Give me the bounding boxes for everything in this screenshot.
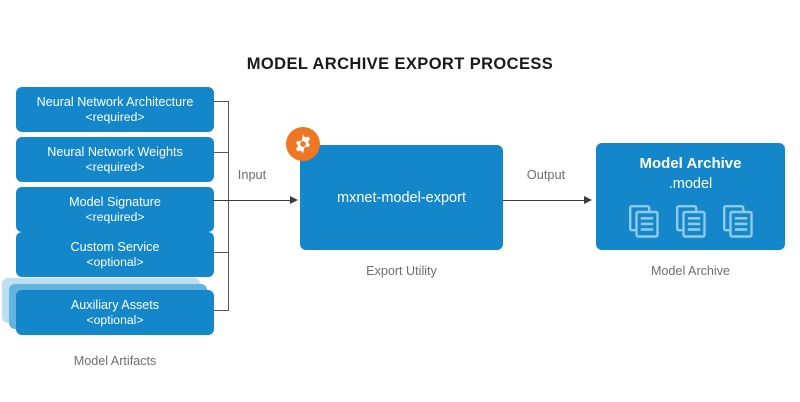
output-flow-label: Output — [526, 167, 566, 182]
export-utility-caption: Export Utility — [366, 264, 437, 278]
artifact-requirement: <optional> — [86, 312, 144, 327]
model-artifacts-caption: Model Artifacts — [73, 354, 157, 368]
model-archive-extension: .model — [668, 175, 713, 192]
artifact-requirement: <optional> — [86, 254, 144, 269]
input-arrow-head — [290, 196, 298, 204]
artifact-requirement: <required> — [85, 159, 145, 174]
artifact-box-custom-service[interactable]: Custom Service <optional> — [16, 232, 214, 277]
connector-stub-5 — [214, 310, 229, 311]
document-stack-icon — [675, 205, 706, 243]
artifact-box-model-signature[interactable]: Model Signature <required> — [16, 187, 214, 232]
artifact-box-auxiliary-assets[interactable]: Auxiliary Assets <optional> — [16, 290, 214, 335]
export-utility-box[interactable]: mxnet-model-export — [300, 145, 503, 250]
input-arrow-line — [212, 200, 292, 202]
output-arrow-line — [503, 200, 586, 202]
model-archive-heading: Model Archive .model — [596, 154, 785, 194]
artifact-label: Model Signature — [69, 194, 161, 209]
artifact-label: Neural Network Weights — [47, 144, 183, 159]
connector-stub-4 — [214, 252, 229, 253]
output-arrow-head — [584, 196, 592, 204]
gear-icon — [286, 127, 320, 161]
connector-stub-1 — [214, 101, 229, 102]
model-archive-box[interactable]: Model Archive .model — [596, 143, 785, 250]
artifact-box-neural-network-weights[interactable]: Neural Network Weights <required> — [16, 137, 214, 182]
page-title: MODEL ARCHIVE EXPORT PROCESS — [246, 55, 554, 73]
input-flow-label: Input — [237, 167, 267, 182]
artifact-label: Neural Network Architecture — [36, 94, 194, 109]
artifact-requirement: <required> — [85, 209, 145, 224]
connector-trunk — [228, 101, 229, 311]
artifact-requirement: <required> — [85, 109, 145, 124]
artifact-box-neural-network-architecture[interactable]: Neural Network Architecture <required> — [16, 87, 214, 132]
artifact-label: Custom Service — [70, 239, 160, 254]
artifact-label: Auxiliary Assets — [70, 297, 160, 312]
export-utility-label: mxnet-model-export — [337, 189, 466, 206]
document-stack-icon — [628, 205, 659, 243]
model-archive-caption: Model Archive — [650, 264, 731, 278]
document-stack-icon — [722, 205, 753, 243]
model-archive-icon-row — [596, 205, 785, 243]
connector-stub-2 — [214, 152, 229, 153]
model-archive-title: Model Archive — [639, 155, 742, 172]
